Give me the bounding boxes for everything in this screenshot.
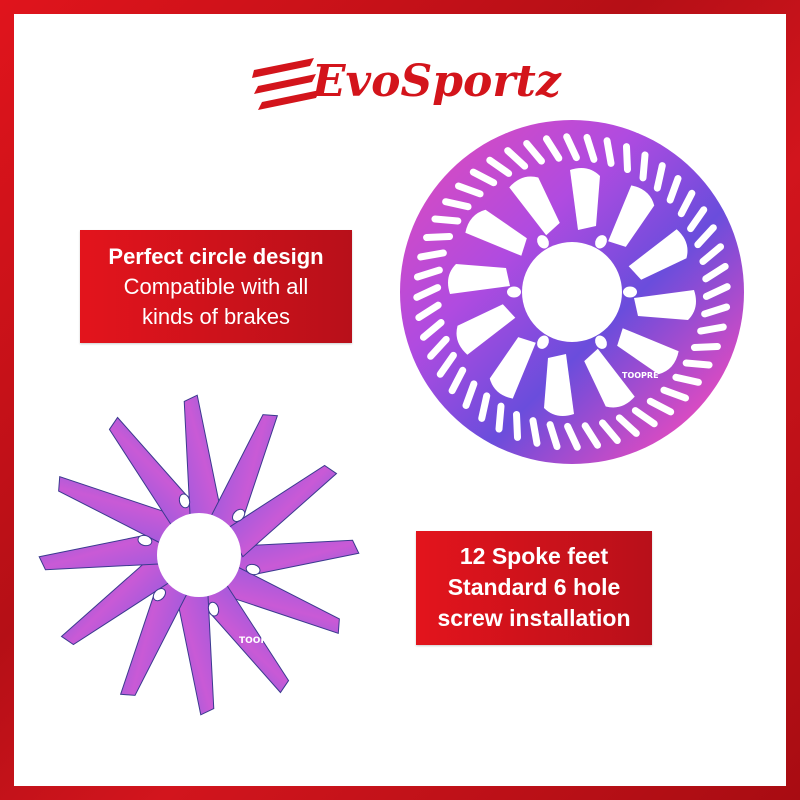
- cooling-slot: [687, 206, 708, 233]
- spider-bolt-hole: [245, 563, 261, 576]
- spoke-window: [544, 354, 574, 416]
- cooling-slot: [631, 407, 658, 428]
- cooling-slot: [546, 421, 561, 451]
- spoke-window: [617, 328, 679, 375]
- cooling-slot: [615, 414, 640, 437]
- cooling-slot: [702, 262, 729, 283]
- cooling-slot: [701, 303, 731, 318]
- spoke-window: [570, 168, 600, 230]
- cooling-slot: [486, 156, 513, 177]
- spoke-callout: 12 Spoke feet Standard 6 hole screw inst…: [416, 531, 652, 645]
- spider-center: [157, 513, 241, 597]
- spoke-line-3: screw installation: [437, 605, 631, 631]
- spoke-line-1: 12 Spoke feet: [459, 543, 609, 569]
- cooling-slot: [666, 174, 682, 204]
- cooling-slot: [599, 419, 621, 445]
- cooling-slot: [639, 151, 649, 182]
- cooling-slot: [542, 135, 563, 162]
- spoke-window: [584, 348, 635, 408]
- bolt-hole: [537, 235, 549, 249]
- cooling-slot: [413, 284, 442, 301]
- bolt-hole: [595, 235, 607, 249]
- cooling-slot: [672, 373, 702, 386]
- spoke-window: [628, 229, 688, 280]
- bolt-hole: [537, 335, 549, 349]
- spider-bolt-hole: [207, 601, 220, 617]
- spider-bolt-hole: [137, 534, 153, 547]
- brake-rotor-full: TOOPRE: [400, 120, 744, 464]
- bolt-hole: [507, 286, 521, 298]
- cooling-slot: [564, 422, 581, 451]
- cooling-slot: [682, 359, 713, 369]
- cooling-slot: [702, 283, 731, 300]
- cooling-slot: [478, 392, 491, 422]
- cooling-slot: [495, 402, 505, 433]
- cooling-slot: [523, 139, 545, 165]
- rotor-bolt-holes: [507, 235, 637, 349]
- design-callout: Perfect circle design Compatible with al…: [80, 230, 352, 343]
- cooling-slot: [504, 147, 529, 170]
- spider-bolt-hole: [178, 493, 191, 509]
- cooling-slot: [436, 351, 457, 378]
- bolt-hole: [623, 286, 637, 298]
- evosportz-logo: EvoSportz: [252, 56, 562, 110]
- spoke-window: [489, 337, 536, 399]
- cooling-slot: [469, 168, 498, 187]
- cooling-slot: [529, 417, 541, 447]
- spoke-window: [448, 264, 510, 294]
- cooling-slot: [699, 243, 725, 265]
- cooling-slot: [697, 323, 727, 335]
- cooling-slot: [694, 224, 717, 249]
- cooling-slot: [622, 143, 631, 174]
- rotor-brand-print: TOOPRE: [622, 371, 659, 380]
- cooling-slot: [419, 319, 445, 341]
- cooling-slot: [448, 366, 467, 395]
- spoke-window: [456, 304, 516, 355]
- cooling-slot: [581, 422, 602, 449]
- rotor-spoke-windows: [448, 168, 696, 416]
- cooling-slot: [603, 137, 615, 167]
- cooling-slot: [442, 198, 472, 211]
- spoke-window: [509, 176, 560, 236]
- cooling-slot: [513, 410, 522, 441]
- cooling-slot: [415, 301, 442, 322]
- cooling-slot: [646, 397, 675, 416]
- spider-bolt-hole: [152, 588, 166, 602]
- logo-wordmark: EvoSportz: [310, 56, 562, 107]
- cooling-slot: [454, 182, 484, 198]
- spoke-window: [634, 290, 696, 320]
- cooling-slot: [413, 266, 443, 281]
- cooling-slot: [462, 380, 478, 410]
- cooling-slot: [653, 162, 666, 192]
- spider-holes: [137, 493, 261, 617]
- cooling-slot: [660, 386, 690, 402]
- bolt-hole: [595, 335, 607, 349]
- cooling-slot: [677, 189, 696, 218]
- cooling-slot: [690, 342, 721, 351]
- rotor-spider-closeup: TOOPRE: [38, 394, 360, 716]
- cooling-slot: [431, 215, 462, 225]
- cooling-slot: [427, 335, 450, 360]
- cooling-slot: [417, 249, 447, 261]
- design-headline: Perfect circle design: [108, 244, 324, 269]
- design-line-1: Compatible with all: [123, 274, 309, 299]
- product-panel: EvoSportz Perfect circle design Compatib…: [14, 14, 786, 786]
- rotor-cooling-slots: [413, 133, 731, 451]
- cooling-slot: [563, 133, 580, 162]
- cooling-slot: [583, 133, 598, 163]
- cooling-slot: [423, 233, 454, 242]
- spider-arms: [38, 394, 360, 716]
- spider-brand-print: TOOPRE: [239, 636, 280, 646]
- spider-bolt-hole: [232, 508, 246, 522]
- spoke-window: [608, 185, 655, 247]
- design-line-2: kinds of brakes: [142, 304, 290, 329]
- spoke-line-2: Standard 6 hole: [447, 574, 621, 600]
- rotor-center-hole: [522, 242, 622, 342]
- spoke-window: [465, 209, 527, 256]
